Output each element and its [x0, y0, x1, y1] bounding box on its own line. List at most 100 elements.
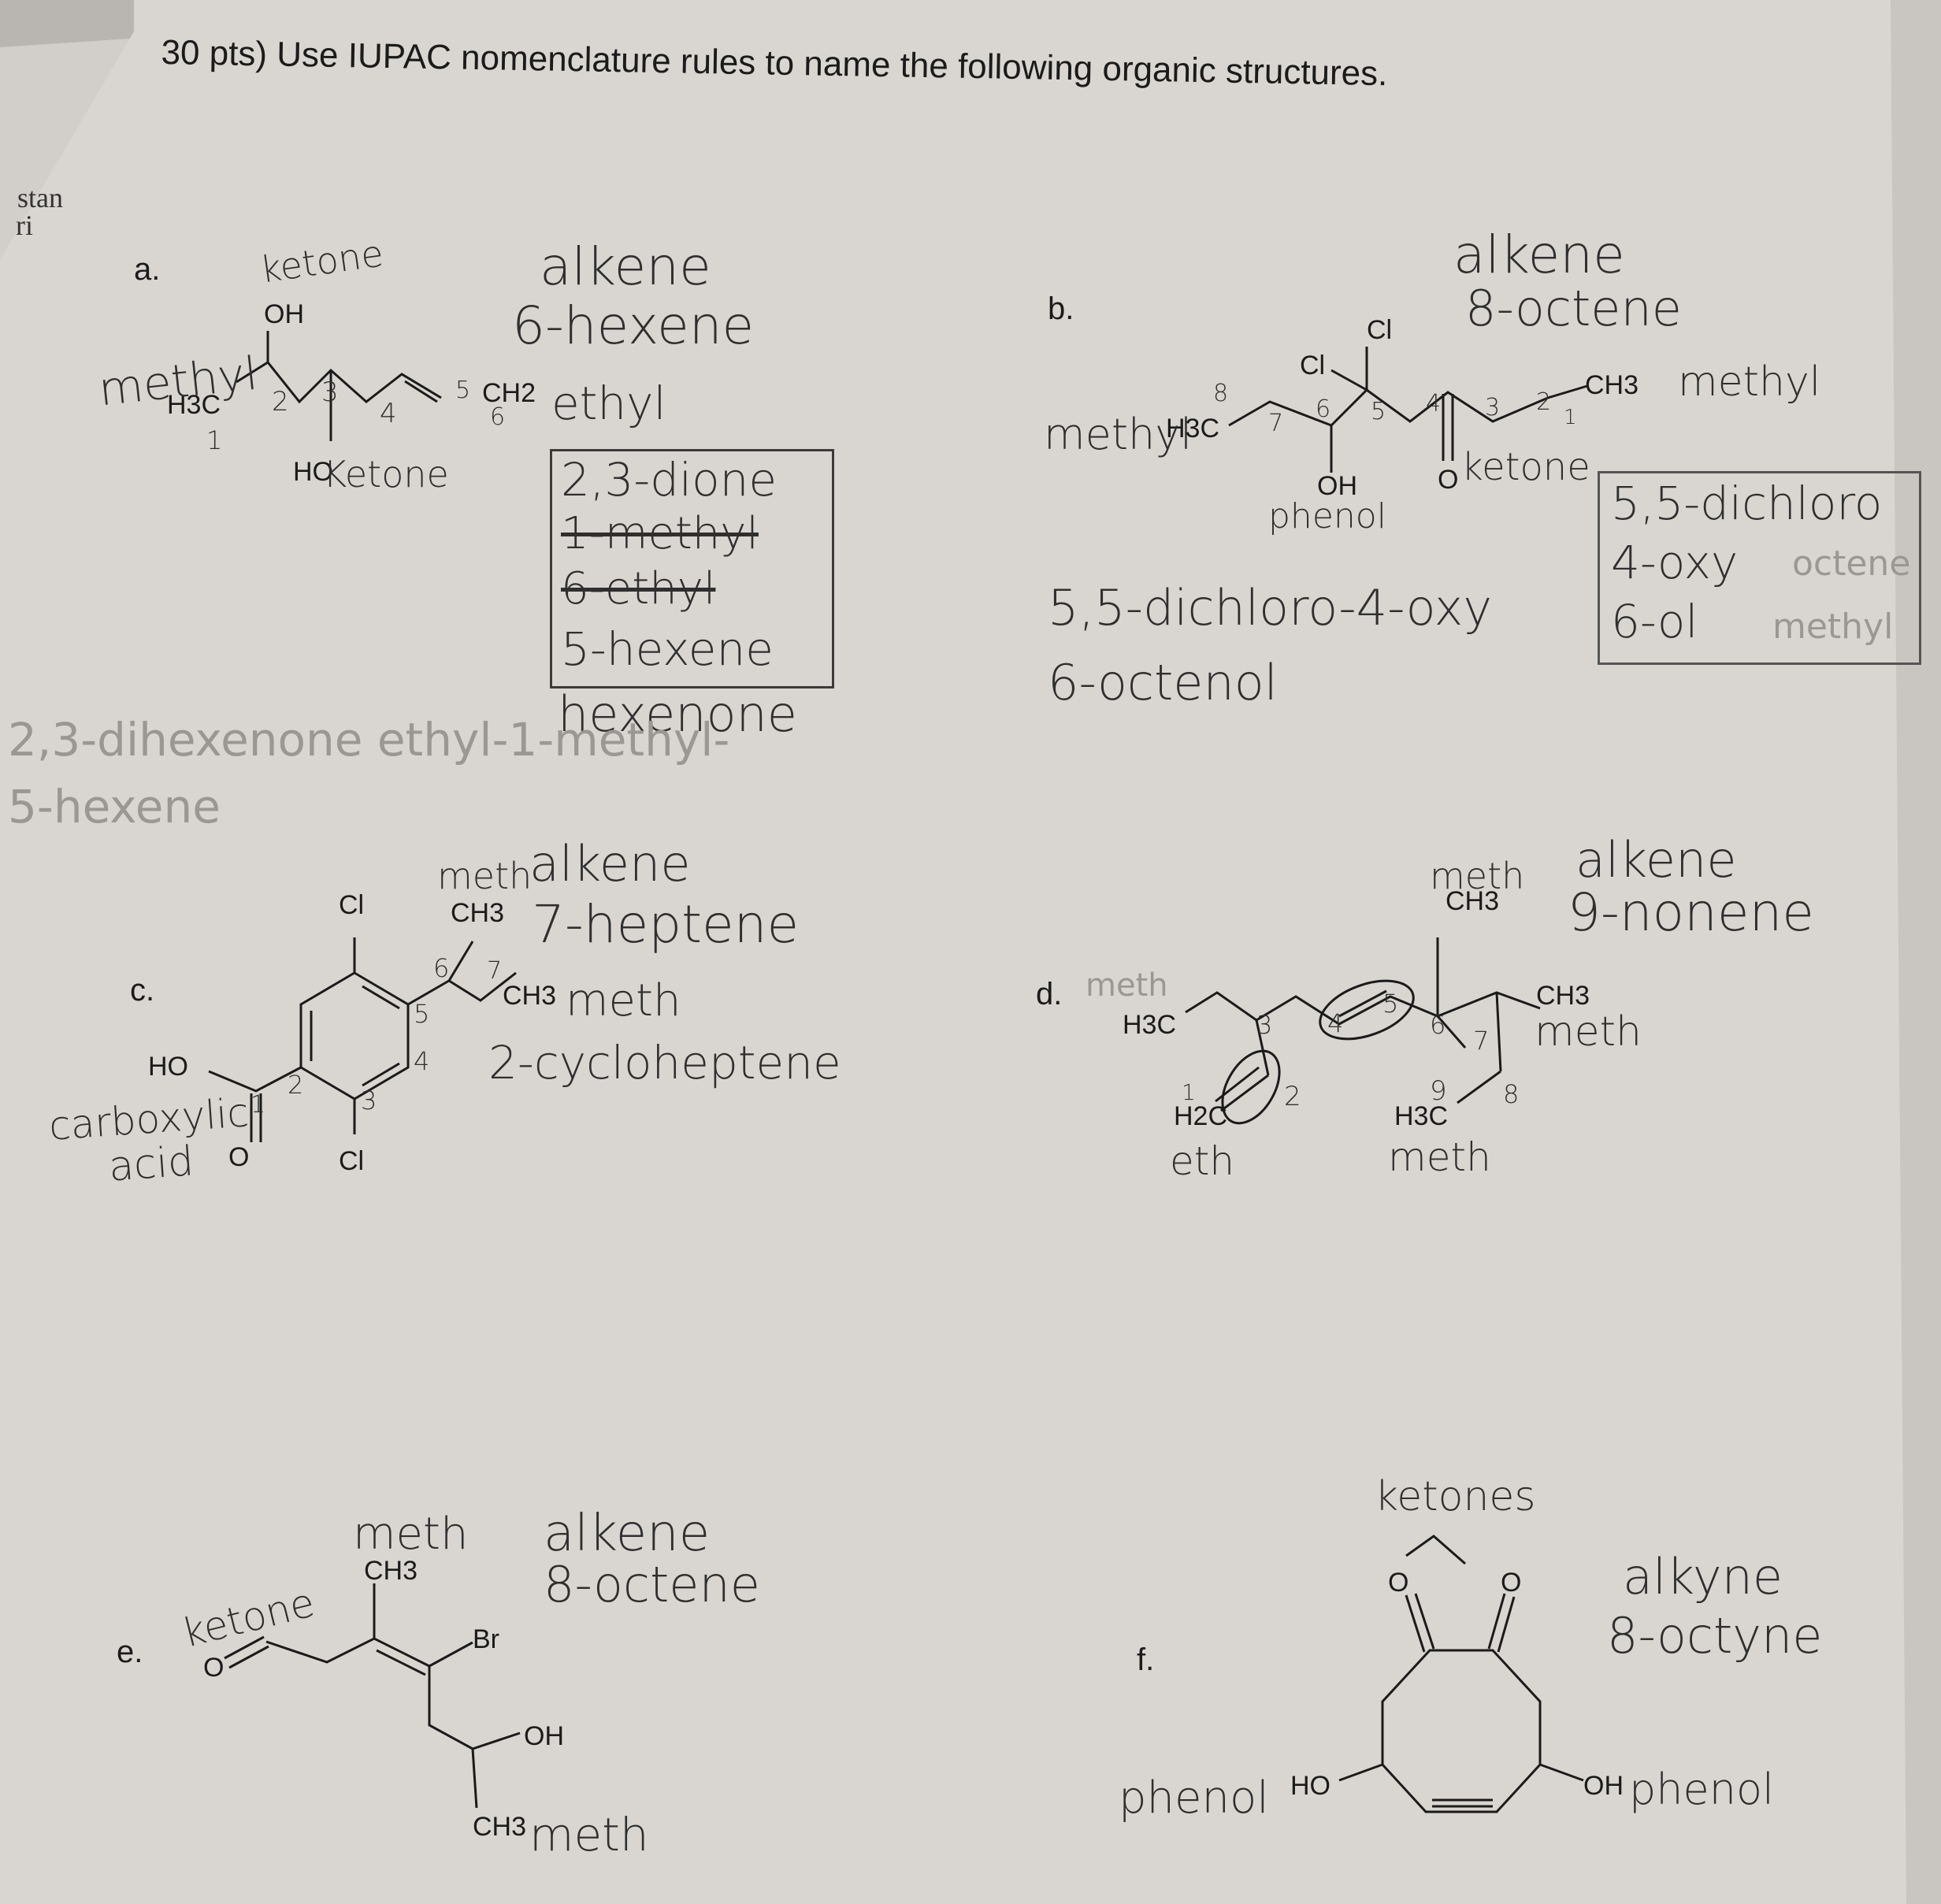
b-boxed-ol: 6-ol — [1611, 595, 1698, 648]
c-note-meth-right: meth — [566, 975, 681, 1026]
d-h3c-left: H3C — [1123, 1010, 1177, 1040]
c-ch3-right: CH3 — [503, 981, 557, 1011]
a-num-2: 2 — [272, 386, 289, 418]
e-note-alkene: alkene — [544, 1505, 711, 1563]
d-num-1: 1 — [1182, 1079, 1196, 1105]
a-num-5: 5 — [455, 377, 471, 404]
e-o: O — [203, 1653, 225, 1683]
b-cl-left: Cl — [1300, 351, 1326, 380]
a-h3c: H3C — [167, 390, 221, 420]
e-note-meth-bottom: meth — [529, 1808, 649, 1861]
a-boxed-hexene: 5-hexene — [561, 622, 774, 676]
f-note-phenol-left: phenol — [1119, 1772, 1269, 1824]
b-boxed-oxy: 4-oxy — [1611, 536, 1739, 589]
c-o: O — [228, 1142, 250, 1172]
a-num-3: 3 — [321, 377, 339, 408]
b-ch3: CH3 — [1585, 370, 1639, 400]
d-num-4: 4 — [1327, 1008, 1344, 1038]
f-note-phenol-right: phenol — [1629, 1765, 1774, 1814]
d-h2c: H2C — [1174, 1101, 1228, 1131]
c-ch3-top: CH3 — [451, 898, 505, 928]
b-num-4: 4 — [1426, 390, 1442, 418]
c-num-4: 4 — [414, 1046, 430, 1076]
b-boxed-dichloro: 5,5-dichloro — [1611, 477, 1883, 530]
b-num-5: 5 — [1371, 398, 1386, 425]
d-h3c-bottom: H3C — [1394, 1101, 1449, 1131]
e-oh: OH — [524, 1721, 564, 1751]
d-note-meth-faint: meth — [1086, 967, 1168, 1004]
c-note-heptene: 7-heptene — [532, 894, 800, 955]
c-note-meth-top: meth — [437, 855, 533, 897]
problem-b-letter: b. — [1048, 291, 1074, 326]
f-note-ketones: ketones — [1375, 1473, 1536, 1520]
b-answer-line1: 5,5-dichloro-4-oxy — [1048, 579, 1493, 637]
b-cl-top: Cl — [1367, 315, 1393, 345]
d-num-3: 3 — [1256, 1010, 1273, 1040]
d-ch3-top: CH3 — [1446, 886, 1500, 916]
e-ch3-bottom: CH3 — [473, 1812, 527, 1842]
problem-d-letter: d. — [1036, 977, 1063, 1011]
a-note-hexene: 6-hexene — [512, 295, 755, 356]
d-note-meth-top: meth — [1430, 855, 1525, 897]
margin-fragment-ri: ri — [16, 210, 33, 241]
b-note-alkene: alkene — [1453, 225, 1625, 285]
b-boxed-faint-octene: octene — [1792, 544, 1911, 584]
problem-c-letter: c. — [130, 973, 155, 1008]
e-br: Br — [473, 1624, 499, 1654]
d-num-7: 7 — [1473, 1026, 1490, 1056]
c-note-cycloheptene: 2-cycloheptene — [488, 1036, 841, 1089]
b-num-7: 7 — [1268, 410, 1284, 437]
c-num-1: 1 — [251, 1091, 266, 1119]
b-note-ketone: ketone — [1461, 445, 1590, 489]
b-num-8: 8 — [1213, 380, 1229, 407]
c-num-7: 7 — [487, 957, 503, 985]
a-answer-box — [550, 449, 834, 688]
a-ho-bottom: HO — [293, 457, 333, 487]
e-note-octene: 8-octene — [544, 1556, 760, 1613]
a-num-1: 1 — [206, 425, 223, 455]
d-num-8: 8 — [1503, 1079, 1520, 1109]
b-num-6: 6 — [1316, 395, 1331, 423]
d-ch3-right: CH3 — [1536, 981, 1590, 1011]
a-note-alkene: alkene — [540, 236, 711, 297]
c-num-2: 2 — [288, 1070, 304, 1100]
b-note-phenol: phenol — [1268, 496, 1386, 536]
a-ch2: CH2 — [482, 378, 536, 408]
b-h3c: H3C — [1166, 414, 1220, 444]
a-boxed-dione: 2,3-dione — [561, 453, 778, 507]
a-num-4: 4 — [380, 398, 397, 429]
e-note-meth-top: meth — [353, 1509, 469, 1560]
b-num-2: 2 — [1536, 388, 1552, 416]
a-faint-attempt-1: 2,3-dihexenone ethyl-1-methyl- — [8, 713, 730, 766]
c-num-3: 3 — [361, 1086, 377, 1115]
a-note-hexenone: hexenone — [558, 685, 797, 743]
a-note-ketone-bottom: Ketone — [323, 453, 449, 495]
b-note-methyl-left: methyl — [1044, 410, 1193, 459]
problem-f-letter: f. — [1137, 1642, 1155, 1677]
d-num-5: 5 — [1382, 989, 1399, 1019]
d-note-meth-bottom: meth — [1388, 1134, 1491, 1180]
c-note-alkene: alkene — [529, 835, 691, 893]
f-o-left: O — [1388, 1568, 1409, 1598]
f-ho: HO — [1290, 1771, 1330, 1801]
a-boxed-methyl-struck: 1-methyl — [561, 508, 759, 559]
c-num-5: 5 — [414, 999, 430, 1029]
b-answer-line2: 6-octenol — [1048, 654, 1278, 711]
b-boxed-faint-methyl: methyl — [1772, 607, 1894, 647]
d-num-9: 9 — [1430, 1075, 1447, 1107]
c-cl-bottom: Cl — [339, 1146, 365, 1176]
f-note-octyne: 8-octyne — [1607, 1607, 1823, 1665]
f-note-alkyne: alkyne — [1623, 1548, 1783, 1605]
b-num-3: 3 — [1485, 394, 1501, 421]
b-note-octene: 8-octene — [1465, 280, 1682, 337]
d-num-2: 2 — [1284, 1081, 1301, 1112]
problem-e-letter: e. — [117, 1635, 143, 1669]
a-boxed-ethyl-struck: 6-ethyl — [561, 563, 716, 614]
b-answer-box — [1598, 471, 1921, 665]
